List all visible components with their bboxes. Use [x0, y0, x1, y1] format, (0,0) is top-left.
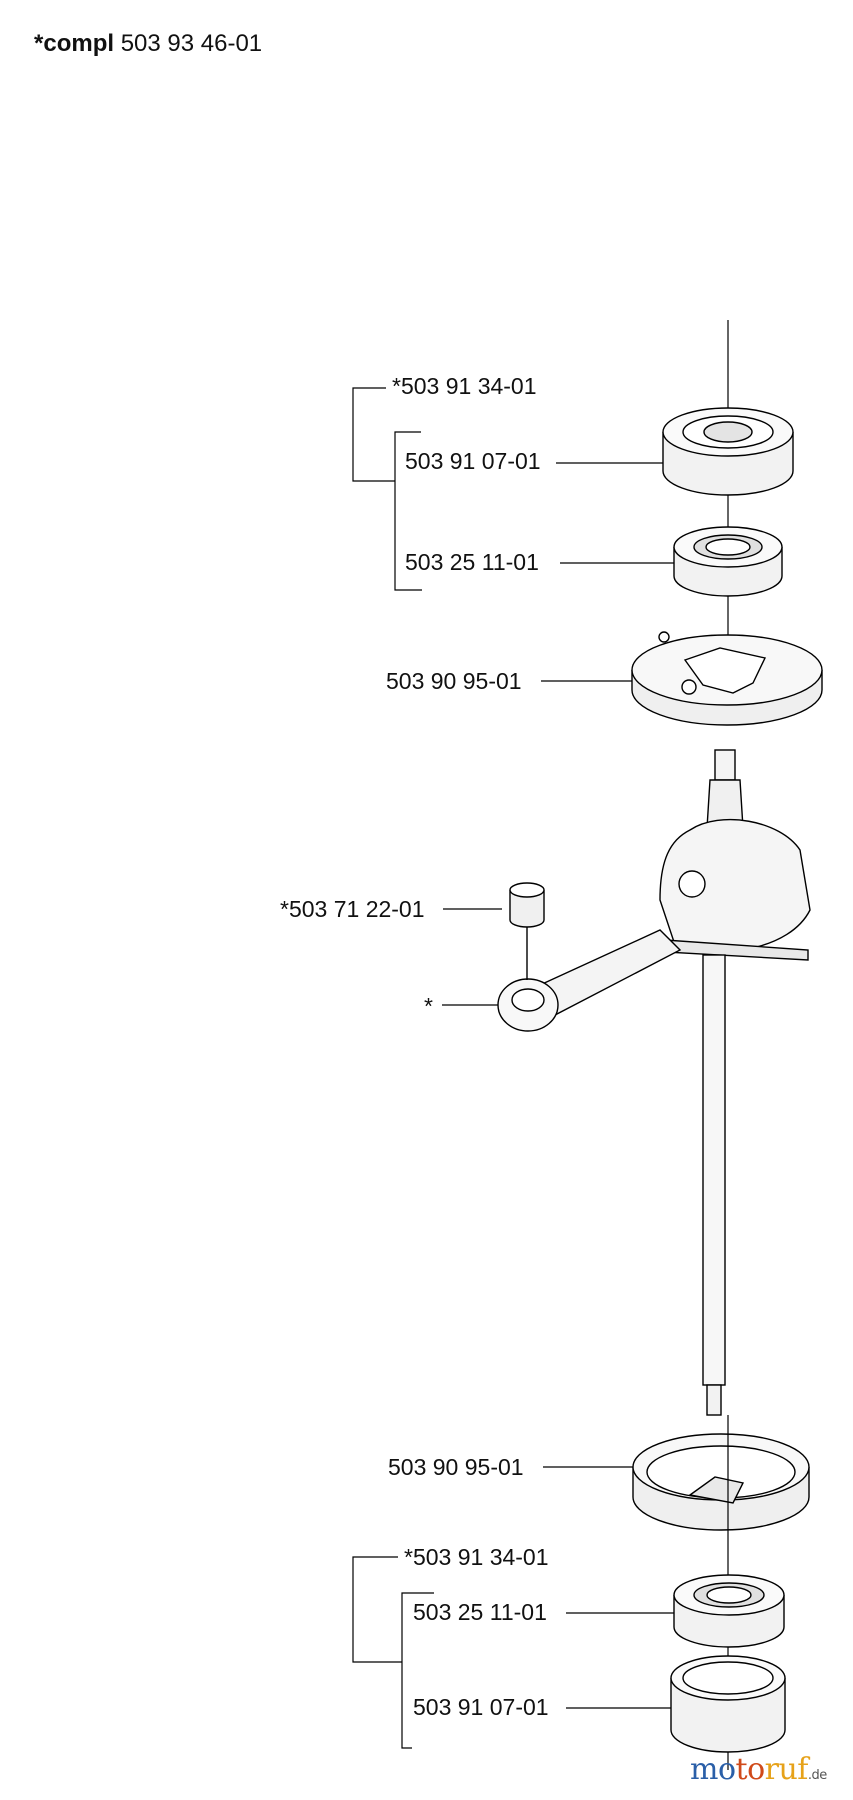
label-cover-top: 503 90 95-01: [386, 668, 522, 694]
label-cover-bottom: 503 90 95-01: [388, 1454, 524, 1480]
label-bearing-top: 503 25 11-01: [405, 549, 539, 575]
seal-bottom-part: [670, 1655, 786, 1753]
crankshaft-part: [659, 749, 811, 1416]
label-kit-bottom: *503 91 34-01: [404, 1544, 549, 1570]
bearing-top-part: [673, 526, 783, 597]
assembly-header: *compl 503 93 46-01: [34, 30, 262, 58]
label-conrod: *: [424, 993, 433, 1019]
seal-top-part: [662, 407, 794, 496]
needle-bearing-part: [509, 882, 545, 980]
seal-bracket-bottom: [401, 1592, 434, 1749]
label-bearing-bottom: 503 25 11-01: [413, 1599, 547, 1625]
cover-bottom-part: [632, 1433, 810, 1531]
kit-bracket-top: [352, 387, 395, 482]
watermark-logo: motoruf.de: [690, 1752, 827, 1787]
bearing-bottom-part: [673, 1574, 785, 1648]
assembly-number: 503 93 46-01: [120, 30, 263, 57]
label-seal-top: 503 91 07-01: [405, 448, 541, 474]
label-kit-top: *503 91 34-01: [392, 373, 537, 399]
cover-top-part: [631, 631, 823, 726]
connecting-rod-part: [497, 929, 682, 1032]
label-needle-bearing: *503 71 22-01: [280, 896, 425, 922]
seal-bracket-top: [394, 431, 422, 591]
label-seal-bottom: 503 91 07-01: [413, 1694, 549, 1720]
assembly-prefix: *compl: [34, 30, 115, 57]
kit-bracket-bottom: [352, 1556, 402, 1663]
